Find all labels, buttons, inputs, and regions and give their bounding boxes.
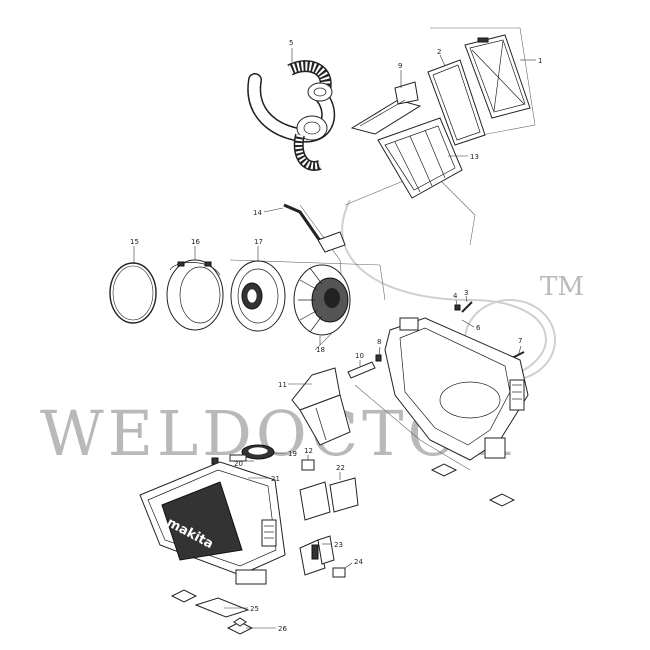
callout-26: 26	[278, 625, 287, 633]
part-19-button	[241, 444, 275, 460]
part-22-filter-pads	[299, 477, 359, 521]
part-16-housing-ring	[166, 259, 224, 331]
callout-22: 22	[336, 464, 345, 472]
callout-9: 9	[398, 62, 402, 70]
callout-labels: 1 2 3 4 5 6 7 8 9 10 11 12 13 14 15 16 1…	[130, 39, 542, 633]
part-4-nut	[454, 304, 461, 311]
callout-5: 5	[289, 39, 293, 47]
callout-24: 24	[354, 558, 363, 566]
part-6-main-housing	[384, 317, 529, 461]
callout-11: 11	[278, 381, 287, 389]
callout-23: 23	[334, 541, 343, 549]
part-24-tab	[332, 567, 346, 578]
callout-14: 14	[253, 209, 262, 217]
callout-18: 18	[316, 346, 325, 354]
watermark-trademark: TM	[540, 272, 584, 302]
part-17-fan-cover	[230, 260, 286, 332]
part-11-holder	[291, 367, 351, 446]
callout-20: 20	[234, 460, 243, 468]
callout-3: 3	[464, 289, 468, 297]
part-15-ring	[109, 262, 157, 324]
part-9-filter-bracket	[350, 81, 422, 135]
part-13-dust-bag	[377, 117, 463, 199]
part-10-pin	[347, 361, 376, 379]
motor-axis-frame	[229, 259, 386, 301]
part-12-block	[301, 459, 315, 471]
callout-25: 25	[250, 605, 259, 613]
part-5-hose	[247, 60, 336, 171]
lower-frame	[354, 384, 471, 471]
callout-8: 8	[377, 338, 381, 346]
rubber-feet	[170, 463, 516, 603]
callout-1: 1	[538, 57, 542, 65]
part-21-lower-housing: makita	[139, 461, 286, 585]
callout-7: 7	[518, 337, 522, 345]
callout-17: 17	[254, 238, 263, 246]
foot-housing-right	[488, 493, 516, 507]
part-3-screw	[461, 301, 473, 313]
callout-16: 16	[191, 238, 200, 246]
part-18-motor-fan	[293, 264, 351, 336]
foot-lower	[170, 589, 198, 603]
part-23-switch	[299, 535, 335, 576]
part-1-filter-cartridge	[464, 34, 531, 119]
part-2-filter-frame	[427, 59, 486, 146]
foot-housing-left	[430, 463, 458, 477]
callout-15: 15	[130, 238, 139, 246]
part-14-lever	[283, 203, 346, 253]
leader-lines	[133, 48, 536, 629]
assembly-frame-lines	[229, 27, 536, 471]
callout-4: 4	[453, 292, 458, 300]
callout-19: 19	[288, 450, 297, 458]
callout-13: 13	[470, 153, 479, 161]
callout-12: 12	[304, 447, 313, 455]
upper-frame	[344, 169, 476, 246]
callout-2: 2	[437, 48, 441, 56]
part-25-plate	[194, 597, 250, 618]
callout-21: 21	[271, 475, 280, 483]
callout-10: 10	[355, 352, 364, 360]
part-8-clip	[375, 354, 382, 362]
filter-frame	[430, 27, 536, 141]
callout-6: 6	[476, 324, 481, 332]
part-26-foot	[226, 617, 254, 635]
